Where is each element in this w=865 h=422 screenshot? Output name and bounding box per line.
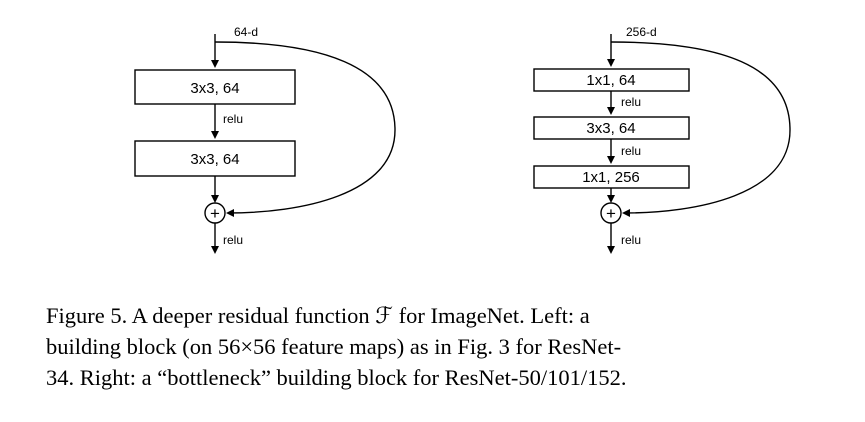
right-bottleneck-block: 256-d 1x1, 64 relu 3x3, 64 relu 1x1, 256… — [533, 25, 791, 254]
left-relu-1-label: relu — [223, 112, 243, 126]
right-relu-1-label: relu — [621, 95, 641, 109]
right-relu-2-label: relu — [621, 144, 641, 158]
right-layer-3-label: 1x1, 256 — [582, 169, 640, 186]
figure-caption: Figure 5. A deeper residual function ℱ f… — [46, 300, 836, 393]
left-layer-2-label: 3x3, 64 — [190, 151, 239, 168]
right-output-relu-label: relu — [621, 233, 641, 247]
caption-line-3: 34. Right: a “bottleneck” building block… — [46, 365, 627, 390]
left-input-label: 64-d — [234, 25, 258, 39]
left-building-block: 64-d 3x3, 64 relu 3x3, 64 + relu — [134, 25, 396, 254]
caption-line-1: Figure 5. A deeper residual function ℱ f… — [46, 303, 590, 328]
left-plus-icon: + — [210, 204, 220, 223]
left-output-relu-label: relu — [223, 233, 243, 247]
right-plus-icon: + — [606, 204, 616, 223]
left-layer-2-box — [134, 140, 296, 177]
caption-line-2: building block (on 56×56 feature maps) a… — [46, 334, 622, 359]
left-layer-1-label: 3x3, 64 — [190, 80, 239, 97]
right-layer-2-label: 3x3, 64 — [586, 120, 635, 137]
right-layer-1-label: 1x1, 64 — [586, 72, 635, 89]
left-shortcut-connection — [214, 41, 396, 217]
right-shortcut-connection — [610, 41, 791, 217]
right-input-label: 256-d — [626, 25, 657, 39]
left-layer-1-box — [134, 69, 296, 105]
